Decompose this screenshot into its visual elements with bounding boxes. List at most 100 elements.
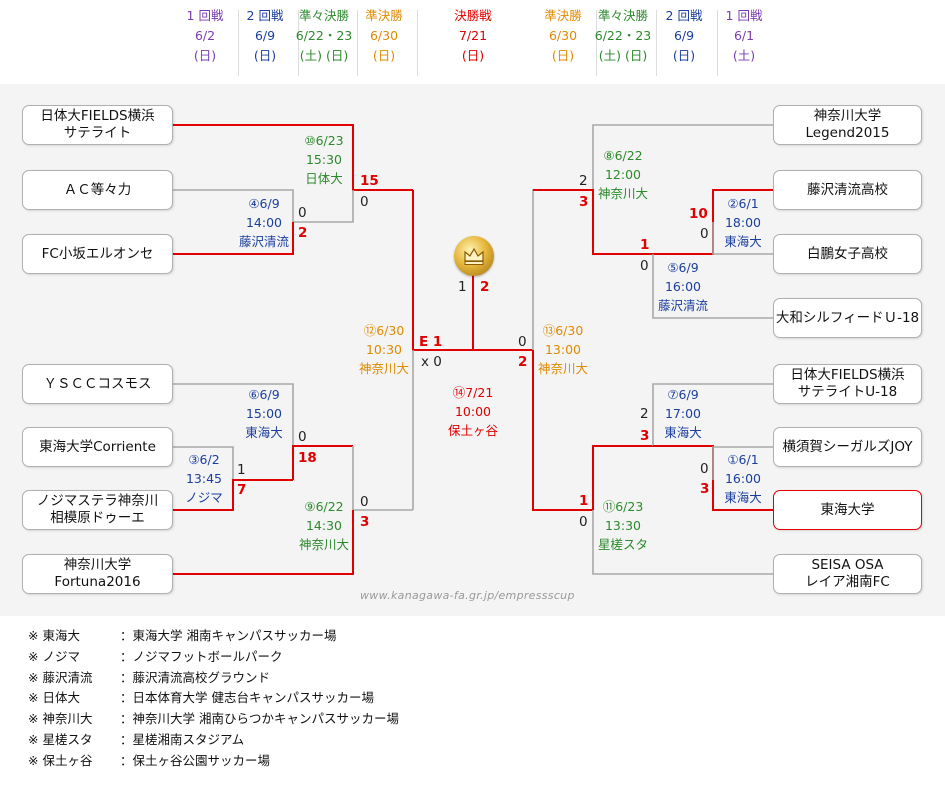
column-divider xyxy=(656,10,657,76)
round-col-right-qf: 準々決勝 6/22・23 (土) (日) xyxy=(590,6,657,76)
score: 15 xyxy=(360,173,379,189)
line-m6-bottom-win xyxy=(292,445,353,480)
match-venue: 神奈川大 xyxy=(597,186,648,201)
round-day: (日) xyxy=(672,48,696,63)
match-time: 18:00 xyxy=(724,215,762,230)
team-box: SEISA OSA レイア湘南FC xyxy=(773,554,922,594)
team-box: ノジマステラ神奈川 相模原ドゥーエ xyxy=(22,490,173,530)
round-col-left-qf: 準々決勝 6/22・23 (土) (日) xyxy=(291,6,358,76)
match-info: ⑫6/30 10:30 神奈川大 xyxy=(344,321,424,378)
match-time: 16:00 xyxy=(724,471,762,486)
round-day: (日) xyxy=(461,48,485,63)
score: 2 xyxy=(640,406,649,422)
match-number: ⑨ xyxy=(304,499,316,514)
match-info: ⑬6/30 13:00 神奈川大 xyxy=(523,321,603,378)
line-m2-top-win xyxy=(712,189,773,222)
legend-value: ：神奈川大学 湘南ひらつかキャンパスサッカー場 xyxy=(120,711,399,727)
line-m1-bottom-win xyxy=(712,480,773,511)
match-number: ② xyxy=(727,196,739,211)
team-name: 神奈川大学 Legend2015 xyxy=(805,108,890,141)
team-box: 日体大FIELDS横浜 サテライトU-18 xyxy=(773,364,922,404)
line-m3-bottom-win xyxy=(173,479,293,511)
match-time: 13:45 xyxy=(185,471,223,486)
line-m11-top-win xyxy=(592,445,653,510)
score: E 1 xyxy=(419,334,443,350)
team-box-winner: 東海大学 xyxy=(773,490,922,530)
team-name: ノジマステラ神奈川 相模原ドゥーエ xyxy=(36,493,159,526)
round-col-right-sf: 準決勝 6/30 (日) xyxy=(530,6,597,76)
round-name: 準々決勝 xyxy=(298,8,349,23)
round-date: 6/1 xyxy=(733,28,755,43)
round-date: 6/30 xyxy=(369,28,399,43)
column-divider xyxy=(417,10,418,76)
team-box: ＡＣ等々力 xyxy=(22,170,173,210)
round-date: 6/2 xyxy=(194,28,216,43)
team-box: 神奈川大学 Fortuna2016 xyxy=(22,554,173,594)
match-number: ④ xyxy=(248,196,260,211)
score: 3 xyxy=(700,481,710,497)
score: 0 xyxy=(298,429,307,445)
column-divider xyxy=(596,10,597,76)
round-date: 6/9 xyxy=(254,28,276,43)
round-name: 1 回戦 xyxy=(186,8,224,23)
legend-key: ※ 神奈川大 xyxy=(28,711,93,727)
match-number: ⑤ xyxy=(667,260,679,275)
team-name: 東海大学Corriente xyxy=(39,438,156,455)
match-date: 6/30 xyxy=(555,323,584,338)
team-name: 日体大FIELDS横浜 サテライト xyxy=(40,108,155,141)
team-name: ＡＣ等々力 xyxy=(63,181,132,198)
column-divider xyxy=(238,10,239,76)
match-time: 14:00 xyxy=(245,215,283,230)
legend-value: ：東海大学 湘南キャンパスサッカー場 xyxy=(120,628,337,643)
match-number: ① xyxy=(727,452,739,467)
line-m6-top xyxy=(173,383,294,446)
match-number: ⑦ xyxy=(667,387,679,402)
line-m9-bottom-win xyxy=(173,510,354,575)
round-name: 2 回戦 xyxy=(665,8,703,23)
match-venue: 藤沢清流 xyxy=(238,234,289,249)
round-col-right-r2: 2 回戦 6/9 (日) xyxy=(651,6,718,76)
match-time: 17:00 xyxy=(664,406,702,421)
team-box: 白鵬女子高校 xyxy=(773,234,922,274)
match-date: 7/21 xyxy=(465,385,494,400)
round-date: 6/9 xyxy=(673,28,695,43)
match-date: 6/30 xyxy=(376,323,405,338)
score: 2 xyxy=(298,225,308,241)
line-m2-bottom xyxy=(712,222,773,255)
score: 7 xyxy=(237,482,247,498)
team-name: 東海大学 xyxy=(820,501,875,518)
team-name: FC小坂エルオンセ xyxy=(41,245,154,262)
venue-legend: ※ 東海大：東海大学 湘南キャンパスサッカー場 ※ ノジマ：ノジマフットボールパ… xyxy=(28,626,399,772)
score: 3 xyxy=(360,514,370,530)
round-name: 2 回戦 xyxy=(246,8,284,23)
score: 0 xyxy=(579,514,588,530)
score: 3 xyxy=(640,428,650,444)
match-venue: 日体大 xyxy=(305,171,343,186)
match-time: 13:00 xyxy=(544,342,582,357)
score: x 0 xyxy=(421,354,442,370)
line-m4-bottom-win xyxy=(173,222,294,255)
match-number: ③ xyxy=(188,452,200,467)
legend-row: ※ 神奈川大 ：神奈川大学 湘南ひらつかキャンパスサッカー場 xyxy=(28,709,399,730)
round-date: 6/22・23 xyxy=(295,28,353,43)
round-day: (日) xyxy=(372,48,396,63)
match-date: 6/22 xyxy=(614,148,643,163)
team-name: SEISA OSA レイア湘南FC xyxy=(805,557,890,590)
score: 0 xyxy=(700,461,709,477)
match-time: 15:00 xyxy=(245,406,283,421)
line-m1-top xyxy=(712,446,773,480)
score: 1 xyxy=(579,493,589,509)
legend-key: ※ 藤沢清流 xyxy=(28,669,93,685)
team-name: 大和シルフィードＵ-18 xyxy=(775,309,920,326)
match-time: 10:00 xyxy=(454,404,492,419)
match-time: 16:00 xyxy=(664,279,702,294)
team-box: 横須賀シーガルズJOY xyxy=(773,427,922,467)
match-number: ⑩ xyxy=(304,133,316,148)
round-date: 7/21 xyxy=(458,28,488,43)
match-venue: 神奈川大 xyxy=(358,361,409,376)
match-time: 14:30 xyxy=(305,518,343,533)
team-box: 大和シルフィードＵ-18 xyxy=(773,298,922,338)
legend-key: ※ 東海大 xyxy=(28,628,80,643)
match-info: ⑩6/23 15:30 日体大 xyxy=(284,131,364,188)
match-info: ⑪6/23 13:30 星槎スタ xyxy=(583,497,663,554)
